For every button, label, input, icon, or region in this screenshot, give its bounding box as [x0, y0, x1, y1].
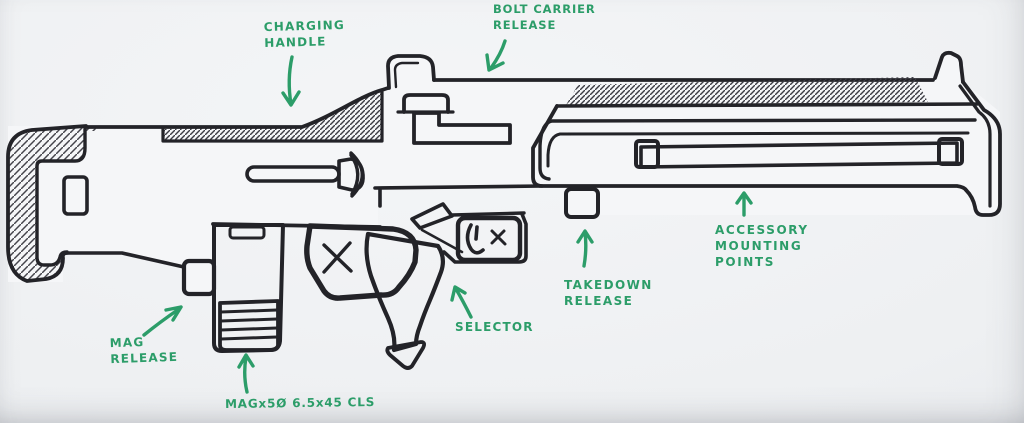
accessory-rail-slot	[634, 137, 964, 169]
label-line: MOUNTING	[715, 239, 803, 253]
accessory-mounting-arrow	[735, 191, 753, 217]
magazine-ribs	[218, 299, 280, 352]
mag-release-button	[181, 258, 217, 297]
label-mag-release: MAG RELEASE	[109, 333, 178, 367]
label-takedown-release: TAKEDOWN RELEASE	[564, 277, 653, 309]
label-line: CHARGING	[263, 17, 346, 35]
front-sight	[933, 50, 965, 84]
bolt-handle	[396, 93, 512, 145]
label-line: TAKEDOWN	[564, 278, 653, 292]
trigger-x-mark	[322, 241, 353, 274]
label-line: RELEASE	[493, 18, 557, 32]
charging-handle-arrow	[281, 55, 301, 107]
label-line: SELECTOR	[455, 320, 534, 334]
selector-x-mark	[490, 229, 507, 246]
pistol-grip	[364, 231, 446, 370]
label-line: ACCESSORY	[715, 223, 809, 237]
buttstock	[6, 124, 96, 283]
muzzle-end	[933, 50, 1002, 217]
label-accessory-mounting-points: ACCESSORY MOUNTING POINTS	[715, 222, 809, 270]
trigger-group	[61, 184, 544, 370]
label-line: MAGx5Ø 6.5x45 CLS	[224, 394, 376, 412]
trigger-guard	[304, 223, 419, 301]
magazine	[212, 223, 285, 353]
label-line: POINTS	[715, 255, 775, 269]
takedown-release-button	[564, 187, 600, 219]
label-selector: SELECTOR	[455, 319, 534, 335]
selector-panel	[442, 211, 528, 264]
sling-slot	[62, 175, 89, 216]
mag-spec-arrow	[237, 353, 255, 394]
label-line: RELEASE	[564, 294, 634, 308]
label-line: RELEASE	[110, 349, 179, 367]
charging-handle	[245, 151, 365, 198]
takedown-release-arrow	[576, 229, 594, 268]
label-line: HANDLE	[264, 34, 327, 51]
rifle-body-base	[8, 53, 1000, 293]
label-line: BOLT CARRIER	[493, 2, 596, 16]
selector-arrow	[450, 285, 473, 319]
label-mag-spec: MAGx5Ø 6.5x45 CLS	[225, 394, 375, 412]
top-rail	[555, 77, 979, 108]
label-bolt-carrier-release: BOLT CARRIER RELEASE	[493, 1, 596, 33]
bolt-carrier-release-arrow	[485, 39, 507, 72]
mag-release-arrow	[142, 305, 183, 337]
bolt-carrier-release-button	[386, 54, 436, 90]
annotation-arrows	[142, 39, 753, 394]
label-charging-handle: CHARGING HANDLE	[264, 17, 346, 51]
